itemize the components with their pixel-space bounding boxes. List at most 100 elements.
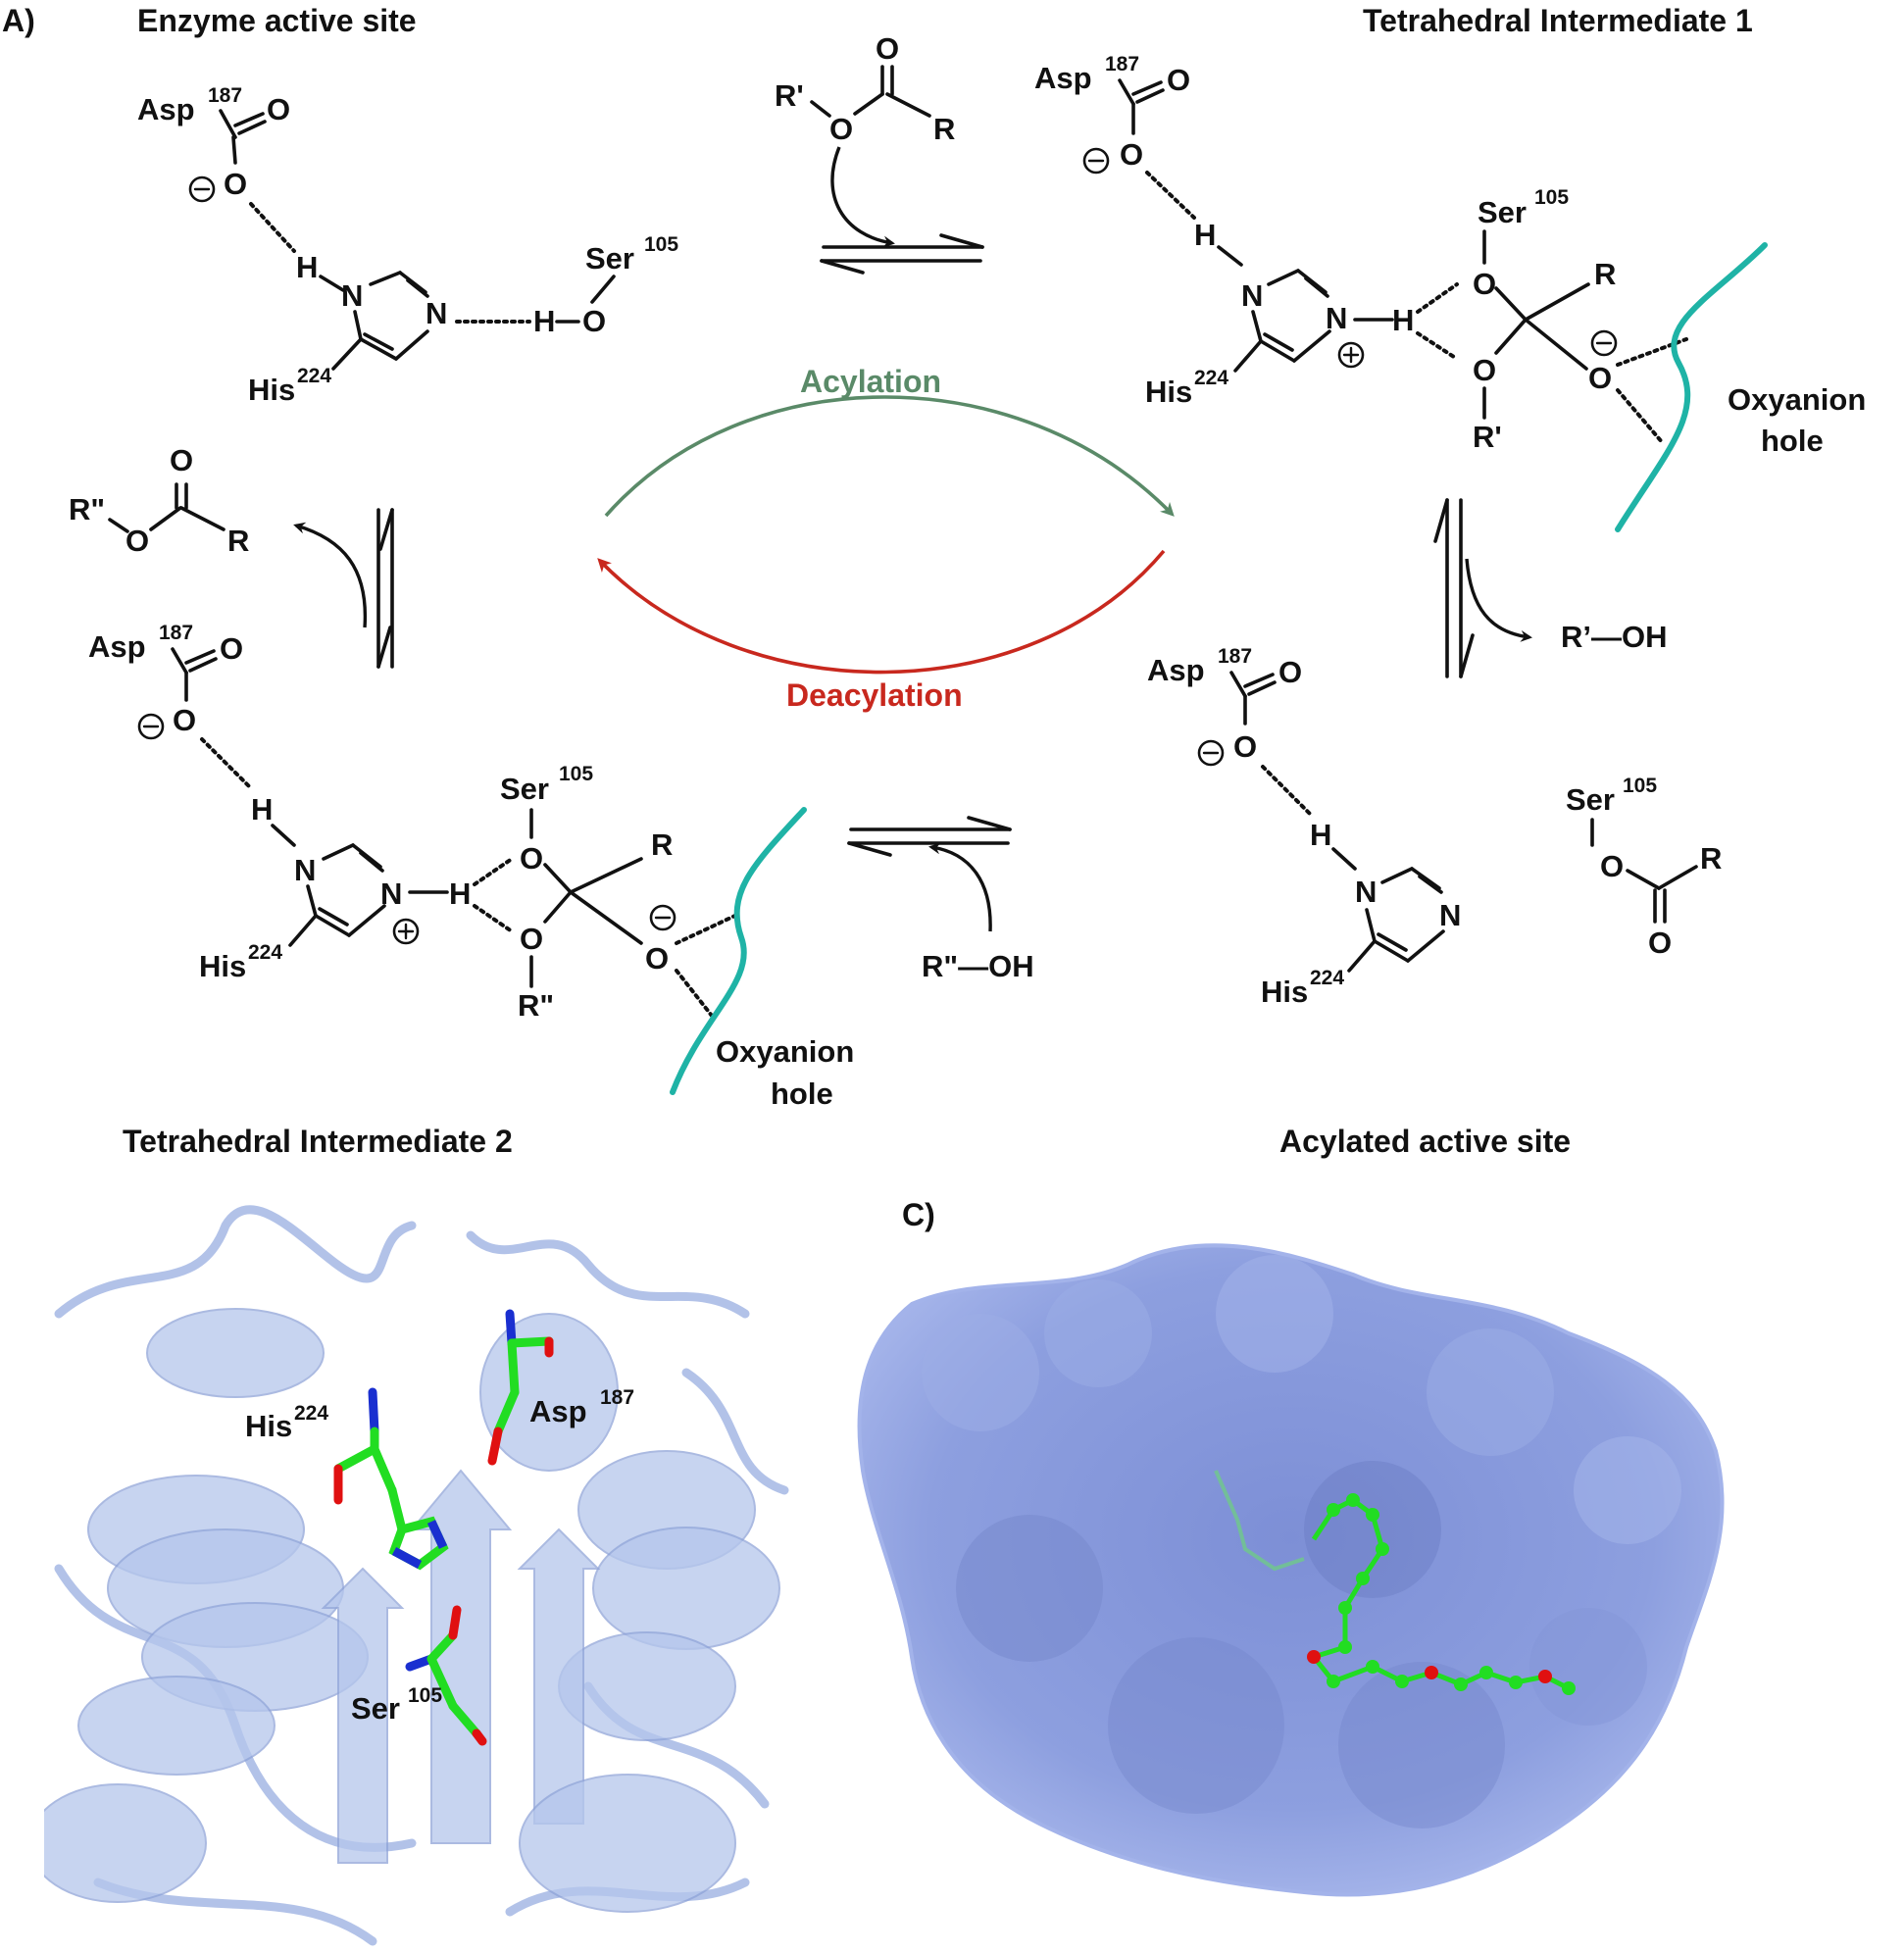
- ti1-r: R: [1594, 257, 1616, 291]
- ti2-asp-o: O: [220, 631, 243, 666]
- ti2-his-number: 224: [248, 941, 282, 964]
- incoming-alcohol-r2oh: R"—OH: [922, 949, 1034, 983]
- product-r2: R": [69, 492, 105, 526]
- ti2-his-h: H: [251, 792, 273, 826]
- his-sidechain-sticks: [333, 1387, 449, 1571]
- ti1-oxyanion-line2: hole: [1761, 424, 1824, 458]
- ti1-asp-o: O: [1167, 63, 1190, 97]
- ester-r1: R': [775, 78, 804, 113]
- ester-carbonyl-o: O: [876, 31, 899, 66]
- his-n1: N: [341, 278, 363, 313]
- equilibrium-arrows-bottom: R"—OH: [847, 816, 1034, 983]
- beta-sheet: [321, 1469, 601, 1864]
- acyl-his-number: 224: [1310, 967, 1344, 989]
- acyl-ser-number: 105: [1623, 775, 1657, 797]
- acyl-carbonyl-o: O: [1648, 926, 1672, 960]
- ti2-oxyanion-hole-wall: [670, 807, 807, 1095]
- ti2-asp-label: Asp: [88, 629, 146, 664]
- ser-hydroxyl-h: H: [533, 304, 555, 338]
- ser-label: Ser: [585, 241, 634, 275]
- ti1-his-label: His: [1145, 375, 1192, 409]
- ti2-oxyanion-line2: hole: [771, 1077, 833, 1111]
- ti1-asp-label: Asp: [1034, 61, 1092, 95]
- acyl-asp-o: O: [1278, 655, 1302, 689]
- catalytic-cycle: Acylation Deacylation: [597, 364, 1175, 713]
- ti1-ser-label: Ser: [1478, 195, 1527, 229]
- ti2-ester-o: O: [520, 922, 543, 956]
- deacylation-arrow: [597, 549, 1166, 675]
- product-carbonyl-o: O: [170, 443, 193, 477]
- ti1-r1: R': [1473, 420, 1502, 454]
- his-label: His: [248, 373, 295, 407]
- ti1-his-nh: H: [1392, 303, 1414, 337]
- ti1-asp-number: 187: [1105, 53, 1139, 75]
- ti1-his-n3: N: [1326, 301, 1347, 335]
- ti1-his-n1: N: [1241, 278, 1263, 313]
- asp-number: 187: [208, 84, 242, 107]
- equilibrium-arrows-top: [820, 233, 984, 275]
- ti2-his-n3: N: [380, 876, 402, 911]
- equilibrium-arrows-right: R’—OH: [1433, 498, 1668, 678]
- title-tetrahedral-intermediate-1: Tetrahedral Intermediate 1: [1363, 3, 1753, 38]
- ester-substrate: R' O O R: [775, 31, 955, 248]
- surface-protein-view: [857, 1243, 1725, 1897]
- panel-a-label: A): [2, 3, 35, 38]
- b-asp-label: Asp: [529, 1394, 587, 1428]
- b-ser-number: 105: [408, 1684, 442, 1707]
- helix-right: [558, 1450, 780, 1741]
- ti1-his-number: 224: [1194, 367, 1228, 389]
- acyl-asp-number: 187: [1218, 645, 1252, 668]
- ser-hydroxyl-o: O: [582, 304, 606, 338]
- ti2-r: R: [651, 827, 673, 862]
- title-enzyme-active-site: Enzyme active site: [137, 3, 417, 38]
- enzyme-active-site-structure: Asp 187 O O H N N His 224 H O Ser 105: [137, 84, 678, 407]
- released-ester-product: R" O O R: [69, 443, 368, 628]
- panel-c-label: C): [902, 1197, 935, 1232]
- b-ser-label: Ser: [351, 1691, 400, 1726]
- acyl-ser-o: O: [1600, 849, 1624, 883]
- asp-o-minus: O: [224, 167, 247, 201]
- title-tetrahedral-intermediate-2: Tetrahedral Intermediate 2: [123, 1124, 513, 1159]
- ser-sidechain-sticks: [405, 1605, 487, 1746]
- ti1-ser-number: 105: [1534, 186, 1569, 209]
- acyl-his-label: His: [1261, 975, 1308, 1009]
- released-alcohol-r1oh: R’—OH: [1561, 620, 1668, 654]
- ester-r: R: [933, 112, 955, 146]
- ser-number: 105: [644, 233, 678, 256]
- product-o: O: [125, 524, 149, 558]
- acylation-label: Acylation: [800, 364, 941, 399]
- ti2-his-label: His: [199, 949, 246, 983]
- ti2-ser-label: Ser: [500, 772, 549, 806]
- helix-left: [77, 1475, 369, 1776]
- ti2-ser-number: 105: [559, 763, 593, 785]
- ti2-asp-o-minus: O: [173, 703, 196, 737]
- acyl-his-n3: N: [1439, 898, 1461, 932]
- ti1-ser-o: O: [1473, 267, 1496, 301]
- acyl-his-n1: N: [1355, 875, 1377, 909]
- deacylation-label: Deacylation: [786, 677, 963, 713]
- ti2-oxyanion-line1: Oxyanion: [716, 1034, 854, 1069]
- acylation-arrow: [604, 395, 1175, 518]
- ti2-r2: R": [518, 988, 554, 1023]
- ti2-his-nh: H: [449, 876, 471, 911]
- cartoon-protein-view: His 224 Asp 187 Ser 105: [44, 1194, 789, 1949]
- ti2-ser-o: O: [520, 841, 543, 876]
- ti2-asp-number: 187: [159, 622, 193, 644]
- ti2-his-n1: N: [294, 853, 316, 887]
- asp-sidechain-sticks: [487, 1309, 554, 1466]
- b-asp-number: 187: [600, 1386, 634, 1409]
- acylated-active-site-structure: Asp 187 O O H N N His 224 Ser 105 O R O: [1147, 645, 1722, 1009]
- tetrahedral-intermediate-1-structure: Asp 187 O O H N N H His 224 O Ser: [1034, 53, 1866, 532]
- acyl-r: R: [1700, 841, 1722, 876]
- bound-ligand: [1214, 1470, 1576, 1695]
- ti1-ester-o: O: [1473, 353, 1496, 387]
- ti1-oxyanion-o: O: [1588, 361, 1612, 395]
- acyl-his-h: H: [1310, 818, 1331, 852]
- ti2-oxyanion-o: O: [645, 941, 669, 976]
- ti1-oxyanion-hole-wall: [1615, 242, 1768, 532]
- tetrahedral-intermediate-2-structure: Asp 187 O O H N N H His 224 O Ser 105: [88, 622, 854, 1111]
- asp-o-double: O: [267, 92, 290, 126]
- ti1-asp-o-minus: O: [1120, 137, 1143, 172]
- his-nh-h: H: [296, 250, 318, 284]
